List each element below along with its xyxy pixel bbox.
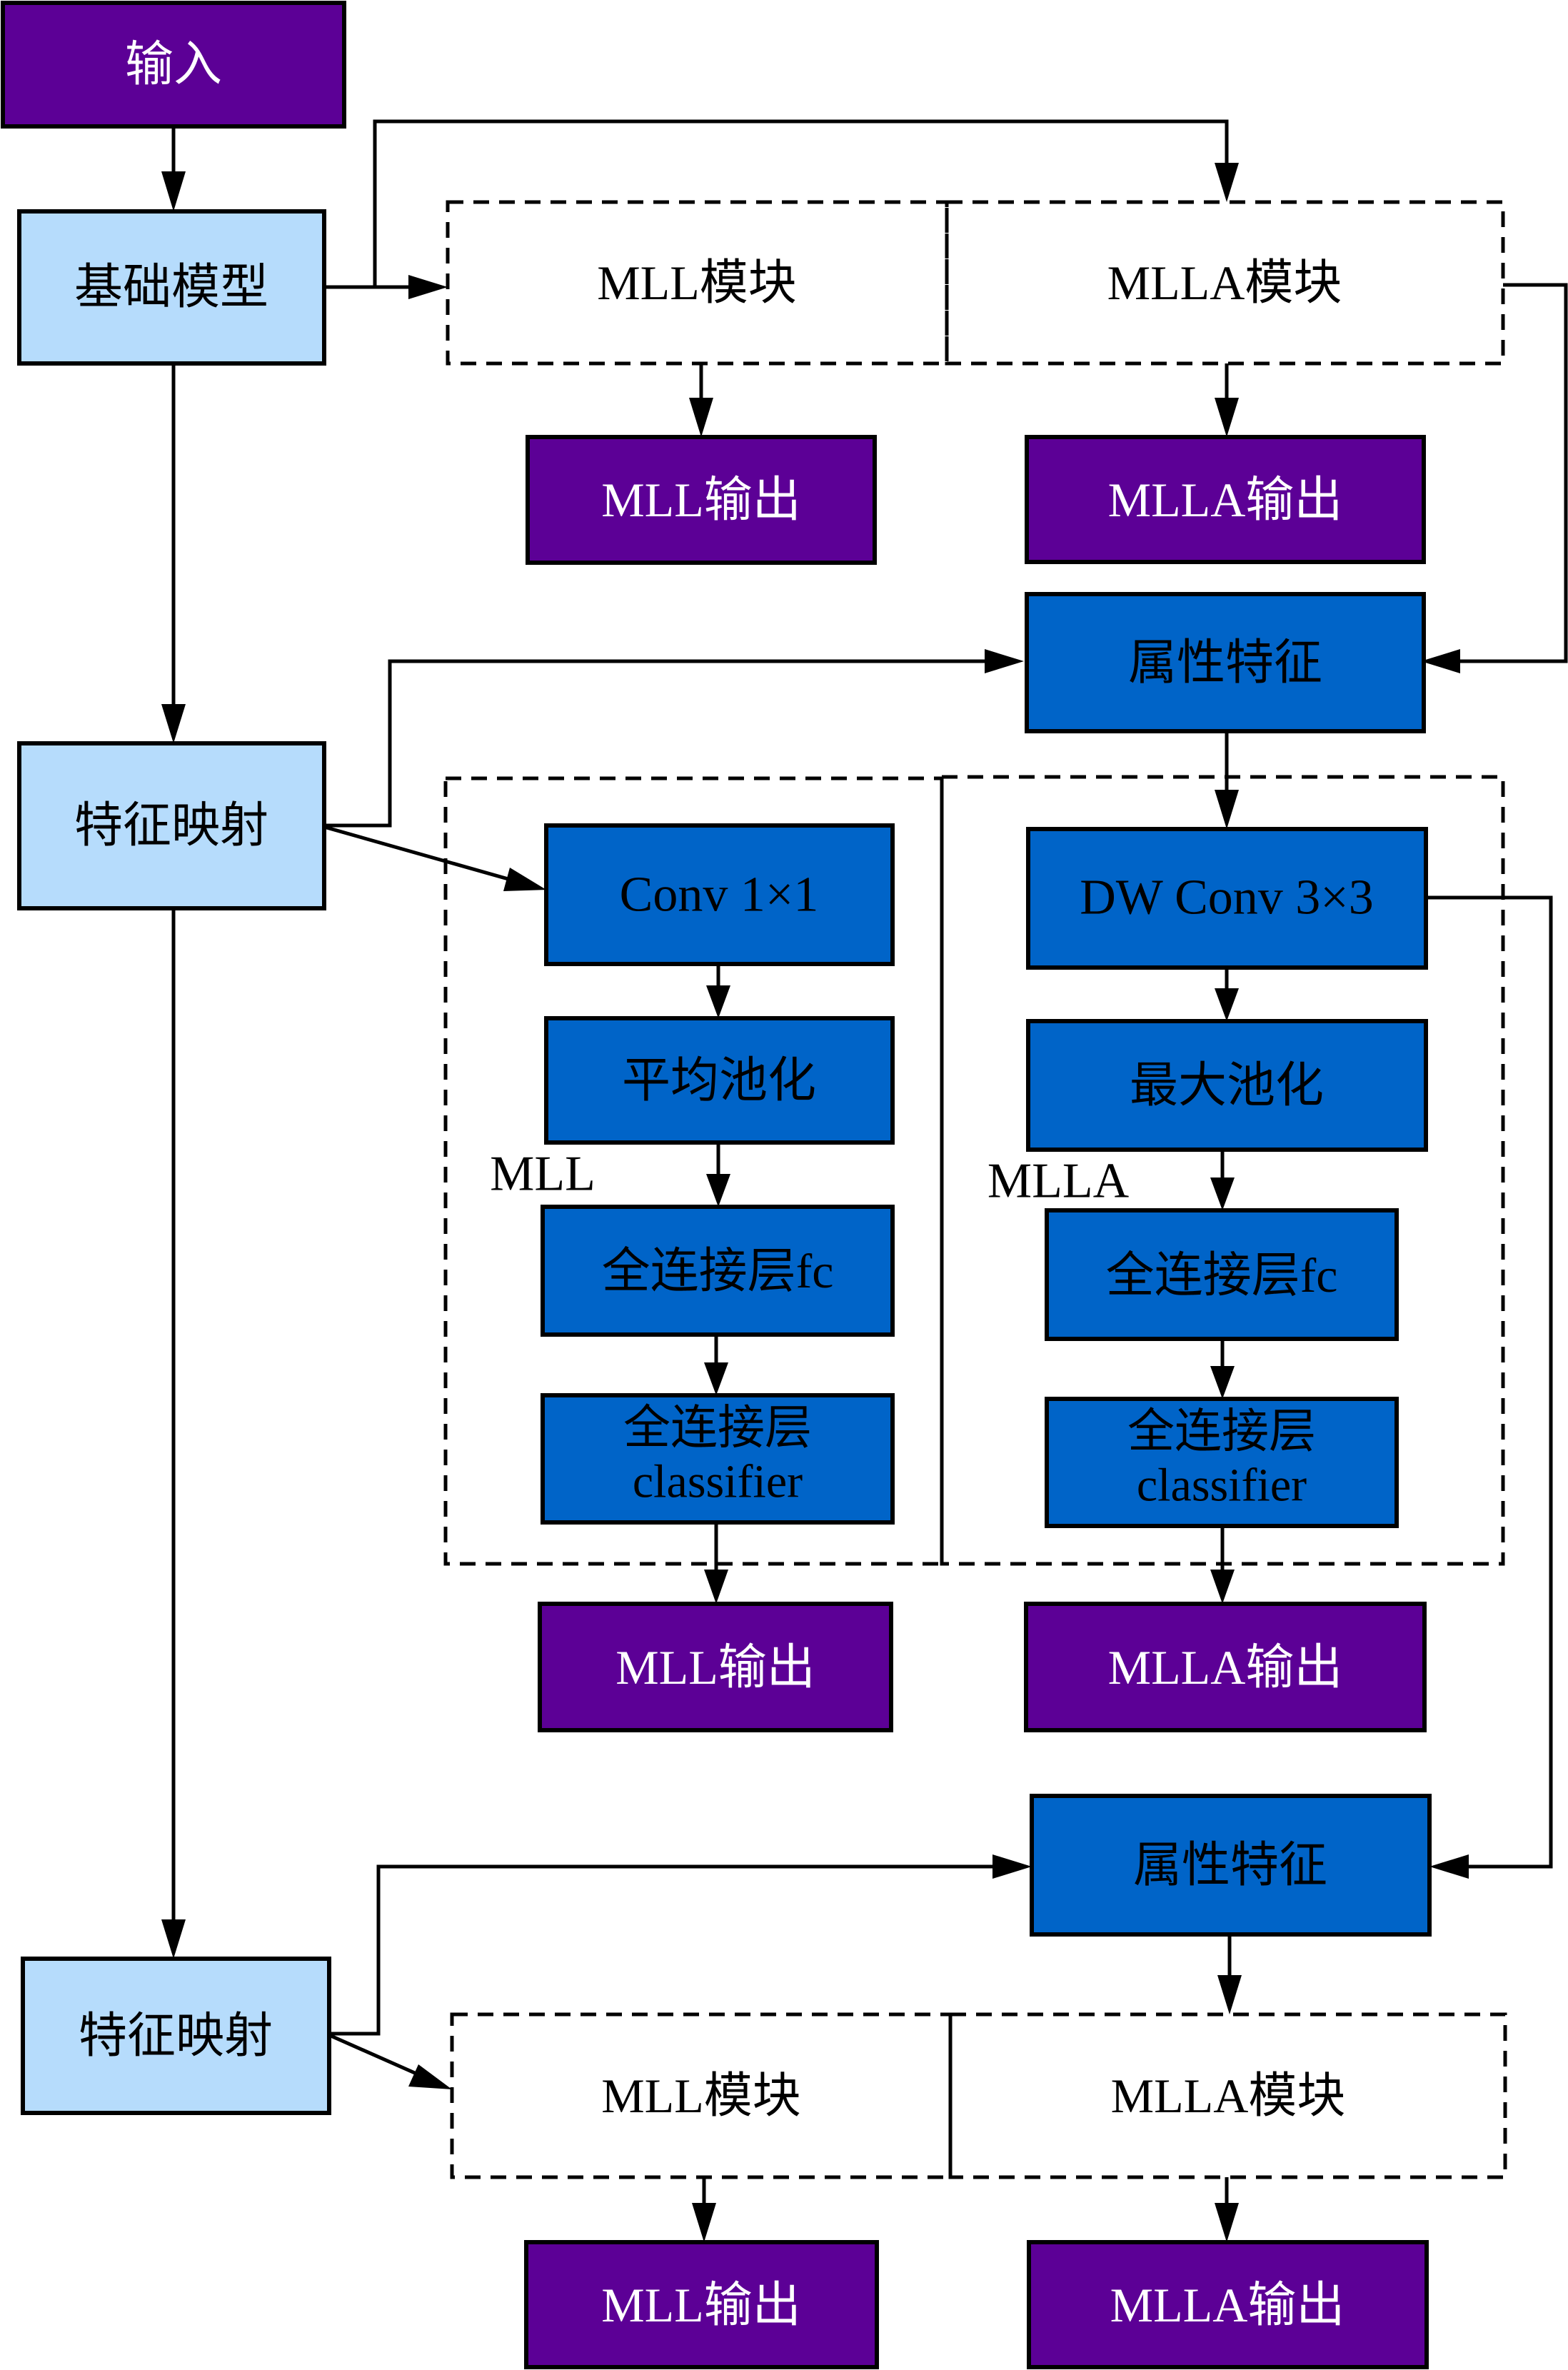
mlla-group-box <box>940 775 1505 1566</box>
arrow-head-icon <box>704 1362 728 1395</box>
mlla-classifier-label-1: 全连接层 <box>1127 1406 1316 1458</box>
attr-feature-1-node[interactable]: 属性特征 <box>1025 592 1426 733</box>
arrow-head-icon <box>1210 1366 1235 1399</box>
arrow-head-icon <box>992 1854 1032 1879</box>
attr-feature-2-node[interactable]: 属性特征 <box>1030 1794 1432 1937</box>
mll-module-top-box <box>446 200 949 366</box>
mll-output-2-label: MLL输出 <box>615 1640 815 1694</box>
input-label: 输入 <box>125 37 222 91</box>
mll-classifier-label-1: 全连接层 <box>623 1402 812 1455</box>
mlla-output-1-label: MLLA输出 <box>1108 473 1343 527</box>
mll-output-1-label: MLL输出 <box>601 473 801 527</box>
base-model-label: 基础模型 <box>74 260 268 314</box>
edge-base-mlla-module <box>373 119 1229 287</box>
mlla-output-2-label: MLLA输出 <box>1108 1640 1343 1694</box>
arrow-head-icon <box>1215 163 1239 202</box>
mlla-fc-node[interactable]: 全连接层fc <box>1045 1208 1399 1341</box>
arrow-head-icon <box>706 985 730 1018</box>
mlla-maxpool-node[interactable]: 最大池化 <box>1026 1019 1428 1152</box>
edge-dwconv-attr2 <box>1426 895 1553 1869</box>
mlla-output-3-node[interactable]: MLLA输出 <box>1027 2240 1429 2369</box>
mlla-fc-label: 全连接层fc <box>1106 1248 1338 1302</box>
arrow-head-icon <box>1210 1178 1235 1210</box>
mlla-module-bottom-label: MLLA模块 <box>1111 2069 1346 2123</box>
arrow-head-icon <box>1210 1570 1235 1604</box>
mll-output-3-node[interactable]: MLL输出 <box>524 2240 879 2369</box>
mlla-output-3-label: MLLA输出 <box>1110 2278 1345 2332</box>
arrow-head-icon <box>1217 1975 1242 2014</box>
mll-fc-label: 全连接层fc <box>602 1244 834 1298</box>
mll-module-bottom-box <box>450 2012 953 2179</box>
arrow-head-icon <box>692 2203 716 2242</box>
arrow-head-icon <box>161 704 186 743</box>
mll-module-top-label: MLL模块 <box>597 256 797 310</box>
mll-output-3-label: MLL输出 <box>601 2278 801 2332</box>
arrow-head-icon <box>408 275 448 299</box>
arrow-head-icon <box>1421 649 1460 673</box>
mlla-module-top-label: MLLA模块 <box>1107 256 1342 310</box>
mll-pool-label: 平均池化 <box>622 1053 816 1108</box>
arrow-head-icon <box>503 868 546 891</box>
input-node[interactable]: 输入 <box>1 1 346 129</box>
arrow-head-icon <box>985 649 1024 673</box>
mll-classifier-label-2: classifier <box>633 1456 803 1508</box>
edge-featuremap1-attr1 <box>324 659 1003 828</box>
feature-map-1-label: 特征映射 <box>74 798 268 853</box>
mlla-dwconv-node[interactable]: DW Conv 3×3 <box>1026 827 1428 970</box>
connectors <box>161 119 1568 2242</box>
mll-fc-node[interactable]: 全连接层fc <box>541 1205 895 1337</box>
arrow-head-icon <box>1429 1854 1469 1879</box>
arrow-head-icon <box>706 1174 730 1207</box>
arrow-head-icon <box>161 171 186 211</box>
edge-mlla-module-attr1 <box>1442 283 1568 663</box>
mll-classifier-node[interactable]: 全连接层 classifier <box>541 1393 895 1525</box>
arrow-head-icon <box>689 398 713 437</box>
base-model-node[interactable]: 基础模型 <box>17 209 326 366</box>
mlla-maxpool-label: 最大池化 <box>1130 1058 1324 1113</box>
mlla-output-1-node[interactable]: MLLA输出 <box>1025 435 1426 564</box>
attr-feature-2-label: 属性特征 <box>1133 1838 1327 1892</box>
feature-map-2-label: 特征映射 <box>79 2009 273 2063</box>
arrow-head-icon <box>408 2064 452 2089</box>
mlla-classifier-node[interactable]: 全连接层 classifier <box>1045 1397 1399 1528</box>
mlla-output-2-node[interactable]: MLLA输出 <box>1024 1602 1427 1732</box>
arrow-head-icon <box>704 1570 728 1604</box>
mll-conv-label: Conv 1×1 <box>620 868 819 923</box>
edge-featuremap2-attr2 <box>329 1864 1010 2036</box>
mll-conv-node[interactable]: Conv 1×1 <box>544 823 895 966</box>
mll-pool-node[interactable]: 平均池化 <box>544 1016 895 1145</box>
arrow-head-icon <box>1215 2203 1239 2242</box>
mll-output-1-node[interactable]: MLL输出 <box>526 435 877 565</box>
mll-group-label: MLL <box>490 1147 595 1202</box>
mlla-group-label: MLLA <box>987 1154 1130 1209</box>
edge-featuremap1-conv <box>323 825 529 887</box>
arrow-head-icon <box>1215 398 1239 437</box>
feature-map-1-node[interactable]: 特征映射 <box>17 741 326 910</box>
mlla-classifier-label-2: classifier <box>1137 1460 1307 1512</box>
feature-map-2-node[interactable]: 特征映射 <box>21 1957 331 2115</box>
mll-output-2-node[interactable]: MLL输出 <box>538 1602 893 1732</box>
arrow-head-icon <box>1215 988 1239 1021</box>
dashed-groups <box>443 200 1507 2179</box>
arrow-head-icon <box>1215 790 1239 829</box>
mlla-dwconv-label: DW Conv 3×3 <box>1080 870 1374 925</box>
arrow-head-icon <box>161 1919 186 1959</box>
attr-feature-1-label: 属性特征 <box>1128 636 1322 690</box>
mll-module-bottom-label: MLL模块 <box>601 2069 801 2123</box>
